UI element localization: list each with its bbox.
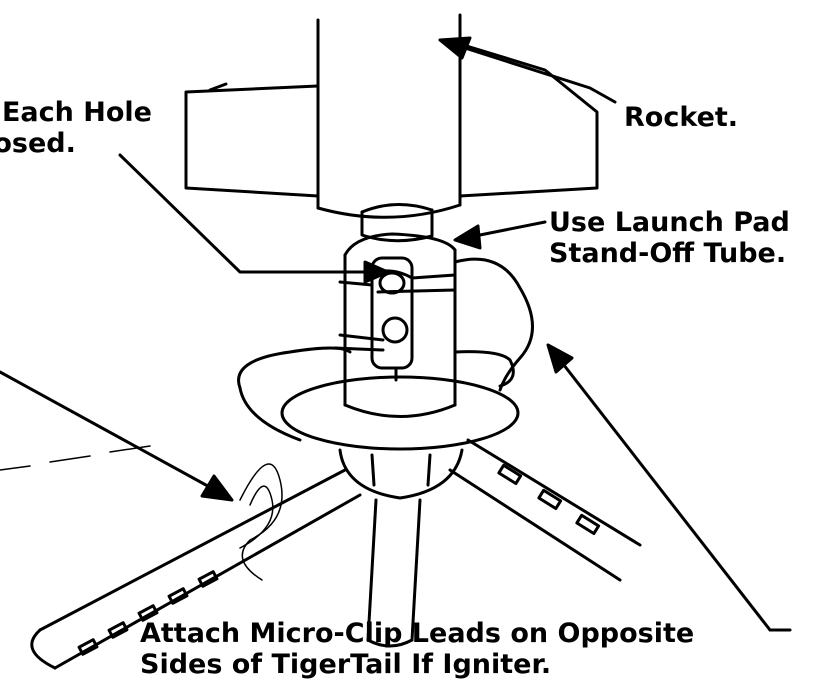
label-each-hole-line2: posed. xyxy=(0,128,76,160)
igniter-wires xyxy=(0,445,283,581)
label-standoff-tube: Use Launch Pad Stand-Off Tube. xyxy=(549,207,790,269)
left-leg xyxy=(30,468,362,670)
pointer-lines xyxy=(0,36,792,632)
label-micro-clip-line2: Sides of TigerTail If Igniter. xyxy=(140,649,552,681)
label-rocket: Rocket. xyxy=(624,102,739,133)
right-leg xyxy=(448,438,642,582)
standoff-coupler xyxy=(343,202,457,418)
pad-hub xyxy=(338,448,464,500)
blast-deflector xyxy=(237,346,520,451)
rocket-fins xyxy=(184,42,599,198)
label-micro-clip-line1: Attach Micro-Clip Leads on Opposite xyxy=(140,618,695,649)
rocket-body xyxy=(316,13,462,219)
label-standoff-line1: Use Launch Pad xyxy=(549,207,790,238)
label-micro-clip: Attach Micro-Clip Leads on Opposite Side… xyxy=(140,618,694,680)
label-each-hole-line1: o Each Hole xyxy=(0,97,152,128)
center-leg xyxy=(366,498,422,648)
label-standoff-line2: Stand-Off Tube. xyxy=(549,238,787,270)
label-each-hole: o Each Hole posed. xyxy=(0,97,152,159)
